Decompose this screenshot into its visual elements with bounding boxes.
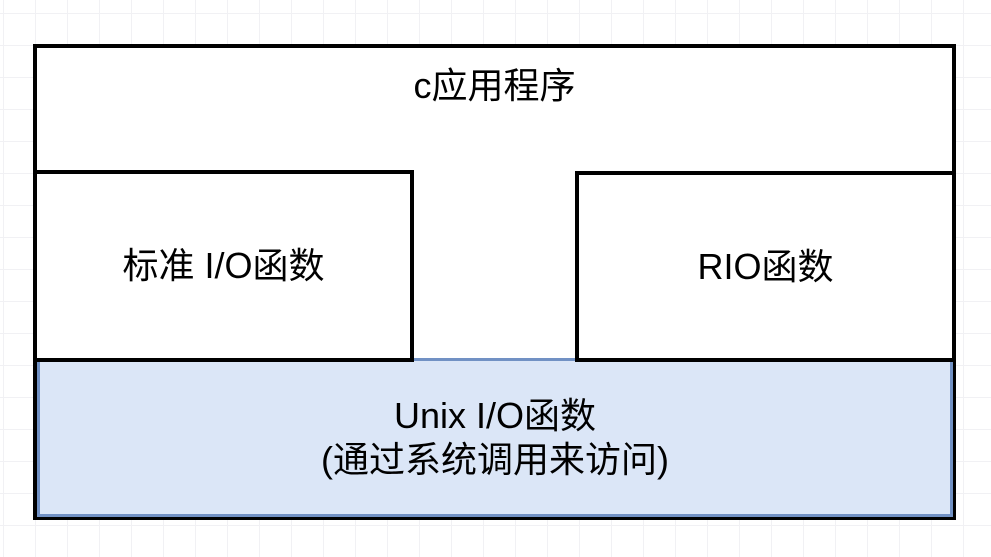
unix-io-label-line1: Unix I/O函数 <box>393 394 597 436</box>
c-application-label-area: c应用程序 <box>33 44 956 128</box>
unix-io-label-line2: (通过系统调用来访问) <box>321 438 669 480</box>
rio-box: RIO函数 <box>575 171 956 362</box>
standard-io-label: 标准 I/O函数 <box>122 245 325 287</box>
standard-io-box: 标准 I/O函数 <box>33 170 414 362</box>
rio-label: RIO函数 <box>697 245 834 287</box>
unix-io-box: Unix I/O函数 (通过系统调用来访问) <box>37 358 953 517</box>
c-application-label: c应用程序 <box>413 65 576 107</box>
